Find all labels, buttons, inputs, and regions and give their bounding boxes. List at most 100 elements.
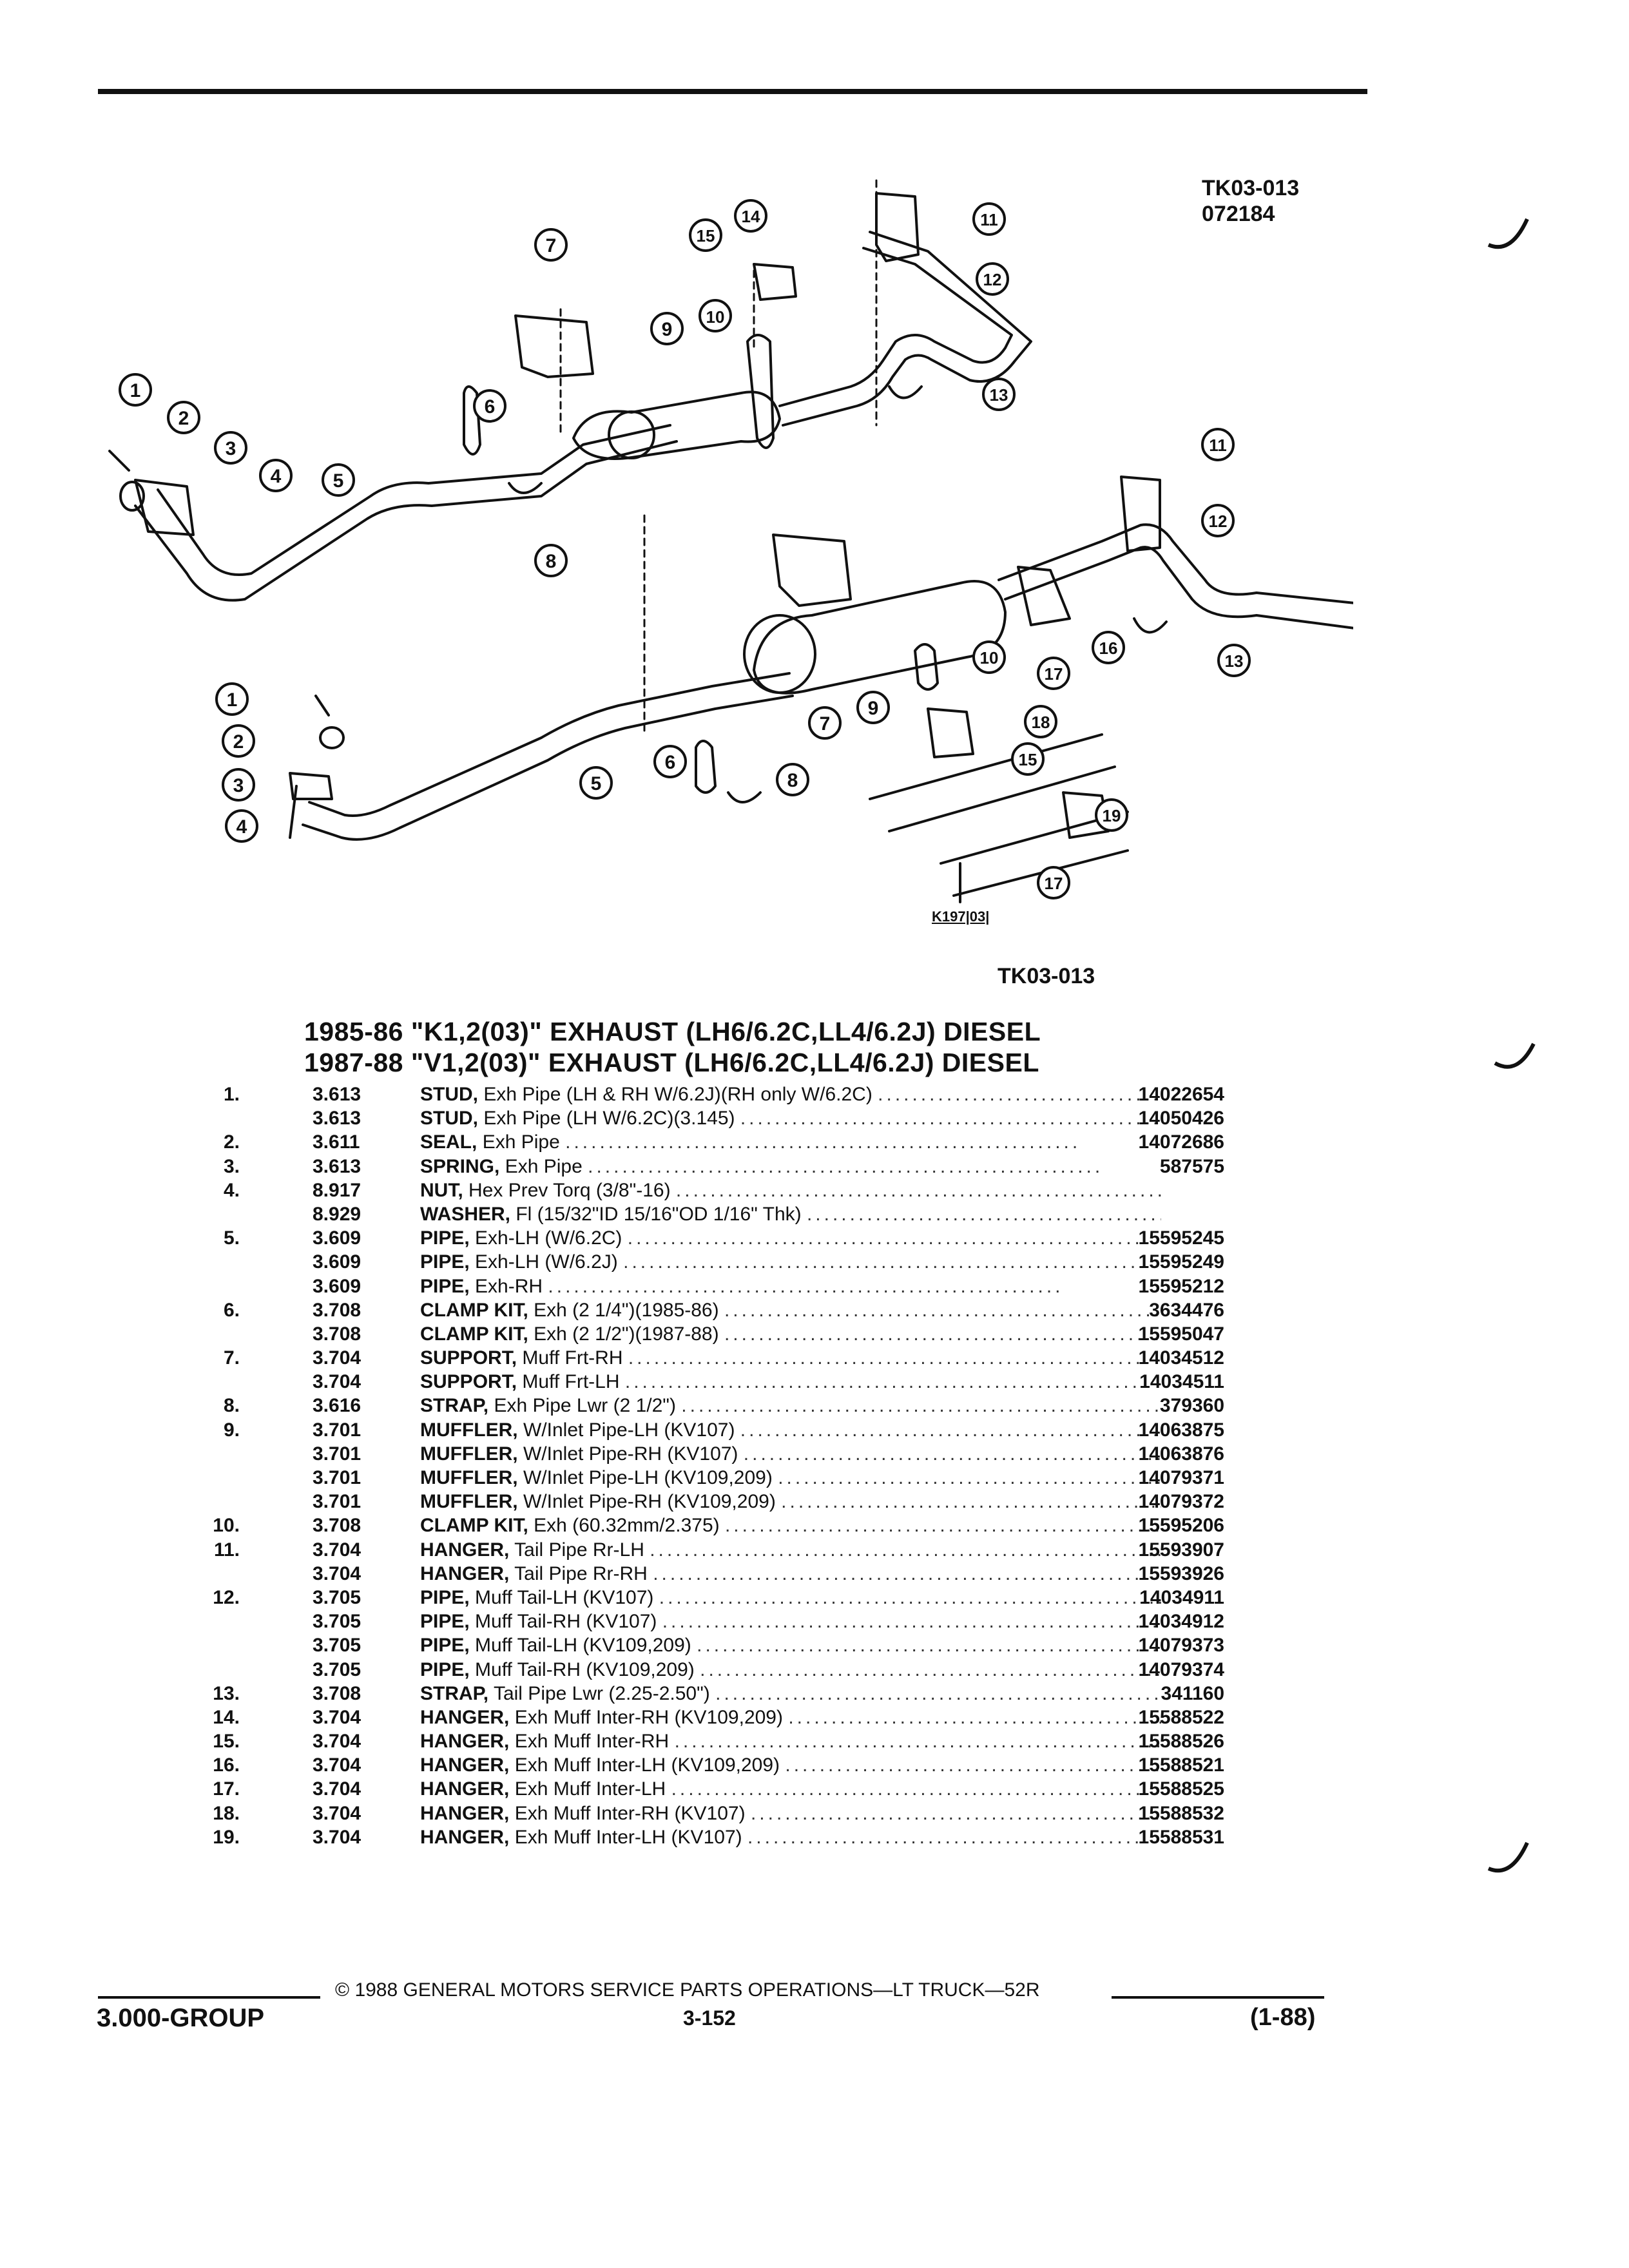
svg-text:1: 1 — [227, 689, 238, 711]
svg-text:13: 13 — [990, 385, 1008, 405]
svg-text:17: 17 — [1045, 664, 1063, 684]
edge-mark-3 — [1487, 1841, 1529, 1873]
part-description: HANGER, Tail Pipe Rr-RH ................… — [420, 1562, 1161, 1586]
svg-text:3: 3 — [233, 775, 244, 796]
group-number: 3.609 — [313, 1251, 361, 1273]
footer-group: 3.000-GROUP — [97, 2004, 265, 2032]
part-name: PIPE, — [420, 1251, 470, 1273]
drawing-number-block: TK03-013 072184 — [1202, 175, 1299, 227]
leader-dots: ........................................… — [624, 1371, 1141, 1393]
part-name: WASHER, — [420, 1203, 511, 1225]
part-description: STRAP, Tail Pipe Lwr (2.25-2.50") ......… — [420, 1682, 1161, 1706]
part-detail: Tail Pipe Rr-RH — [514, 1562, 648, 1584]
item-number: 16. — [213, 1754, 240, 1776]
part-number: 15595206 — [1138, 1515, 1224, 1537]
part-detail: Tail Pipe Rr-LH — [514, 1539, 644, 1561]
svg-text:19: 19 — [1103, 806, 1121, 825]
part-name: PIPE, — [420, 1227, 470, 1249]
part-number: 587575 — [1159, 1155, 1224, 1177]
group-number: 3.705 — [313, 1586, 361, 1608]
part-number: 341160 — [1161, 1682, 1224, 1704]
leader-dots: ........................................… — [750, 1802, 1161, 1824]
svg-text:10: 10 — [980, 648, 999, 668]
lower-hanger-18 — [927, 707, 974, 758]
svg-text:11: 11 — [980, 210, 998, 229]
svg-text:4: 4 — [236, 816, 247, 838]
callout-6b: 6 — [653, 745, 687, 778]
part-description: PIPE, Muff Tail-RH (KV107) .............… — [420, 1610, 1161, 1633]
leader-dots: ........................................… — [674, 1731, 1161, 1753]
callout-2b: 2 — [222, 724, 255, 758]
part-name: MUFFLER, — [420, 1443, 518, 1465]
item-number: 7. — [223, 1347, 240, 1369]
callout-1a: 1 — [119, 373, 152, 407]
leader-dots: ........................................… — [878, 1084, 1161, 1105]
callout-2a: 2 — [167, 401, 200, 434]
part-number: 15588526 — [1138, 1731, 1224, 1753]
group-number: 3.708 — [313, 1323, 361, 1345]
leader-dots: ........................................… — [785, 1754, 1161, 1776]
upper-clamp-6 — [463, 385, 481, 456]
group-number: 3.704 — [313, 1371, 361, 1393]
part-description: CLAMP KIT, Exh (2 1/2")(1987-88) .......… — [420, 1322, 1161, 1346]
part-detail: Exh Muff Inter-RH (KV109,209) — [514, 1706, 783, 1728]
callout-13b: 13 — [1217, 644, 1251, 677]
part-description: MUFFLER, W/Inlet Pipe-RH (KV109,209) ...… — [420, 1490, 1161, 1514]
part-detail: Exh (60.32mm/2.375) — [534, 1515, 720, 1537]
footer-page-number: 3-152 — [683, 2006, 736, 2030]
part-number: 15595212 — [1138, 1275, 1224, 1297]
leader-dots: ........................................… — [778, 1467, 1161, 1488]
group-number: 3.705 — [313, 1635, 361, 1657]
part-number: 379360 — [1159, 1395, 1224, 1417]
callout-4b: 4 — [225, 809, 258, 843]
lower-stud-1 — [314, 695, 330, 716]
part-description: MUFFLER, W/Inlet Pipe-LH (KV109,209) ...… — [420, 1466, 1161, 1490]
part-description: MUFFLER, W/Inlet Pipe-LH (KV107) .......… — [420, 1418, 1161, 1442]
item-number: 15. — [213, 1731, 240, 1753]
item-number: 1. — [223, 1084, 240, 1105]
part-name: NUT, — [420, 1179, 463, 1201]
svg-text:5: 5 — [591, 773, 602, 794]
pipe-lh-outline-a — [134, 440, 678, 602]
part-detail: Muff Tail-RH (KV109,209) — [475, 1658, 695, 1680]
part-name: SUPPORT, — [420, 1371, 517, 1393]
lower-strap-13 — [1133, 617, 1168, 634]
part-description: SPRING, Exh Pipe .......................… — [420, 1155, 1161, 1178]
leader-dots: ........................................… — [715, 1682, 1161, 1704]
part-description: HANGER, Exh Muff Inter-RH ..............… — [420, 1729, 1161, 1753]
svg-text:4: 4 — [271, 466, 282, 487]
group-number: 3.704 — [313, 1754, 361, 1776]
leader-dots: ........................................… — [650, 1539, 1161, 1561]
pipe-lh-outline-b — [157, 424, 671, 576]
part-description: CLAMP KIT, Exh (60.32mm/2.375) .........… — [420, 1514, 1161, 1537]
group-number: 3.609 — [313, 1227, 361, 1249]
leader-dots: ........................................… — [653, 1562, 1161, 1584]
upper-strap-8 — [508, 482, 543, 494]
part-number: 14063875 — [1138, 1419, 1224, 1441]
part-description: MUFFLER, W/Inlet Pipe-RH (KV107) .......… — [420, 1442, 1161, 1466]
item-number: 3. — [223, 1155, 240, 1177]
group-number: 3.704 — [313, 1826, 361, 1848]
part-number: 15588522 — [1138, 1706, 1224, 1728]
callout-7b: 7 — [808, 706, 842, 740]
part-name: STUD, — [420, 1108, 478, 1129]
part-description: HANGER, Exh Muff Inter-RH (KV107) ......… — [420, 1802, 1161, 1825]
part-detail: W/Inlet Pipe-RH (KV109,209) — [523, 1491, 776, 1513]
part-description: PIPE, Muff Tail-RH (KV109,209) .........… — [420, 1658, 1161, 1682]
part-description: STRAP, Exh Pipe Lwr (2 1/2") ...........… — [420, 1394, 1161, 1418]
part-number: 14034911 — [1139, 1586, 1224, 1608]
footer-copyright: © 1988 GENERAL MOTORS SERVICE PARTS OPER… — [335, 1979, 1040, 2001]
part-name: SEAL, — [420, 1131, 477, 1153]
lower-clamp-6 — [695, 740, 717, 794]
svg-text:5: 5 — [333, 470, 344, 492]
group-number: 3.704 — [313, 1778, 361, 1800]
group-number: 3.704 — [313, 1706, 361, 1728]
